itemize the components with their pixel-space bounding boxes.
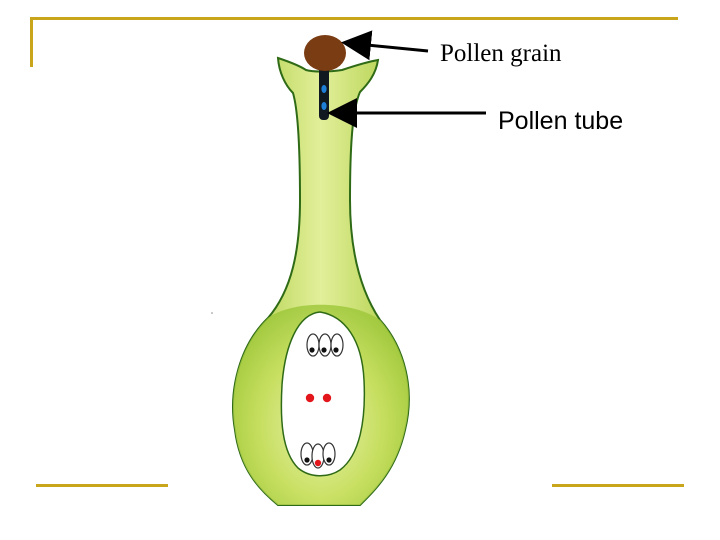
antipodal-cells [306, 333, 344, 357]
frame-bottom-right-line [552, 484, 684, 487]
egg-apparatus [300, 442, 336, 469]
pollen-grain-arrow [341, 30, 429, 61]
frame-top-line [30, 17, 678, 20]
tube-nuclei [321, 85, 327, 110]
frame-left-line [30, 17, 33, 67]
pollen-grain [304, 35, 346, 71]
pollen-grain-label: Pollen grain [440, 40, 562, 67]
embryo-sac [280, 311, 366, 477]
pollen-tube-label: Pollen tube [498, 107, 624, 135]
speck [211, 312, 213, 314]
polar-nuclei [305, 393, 332, 403]
frame-bottom-left-line [36, 484, 168, 487]
